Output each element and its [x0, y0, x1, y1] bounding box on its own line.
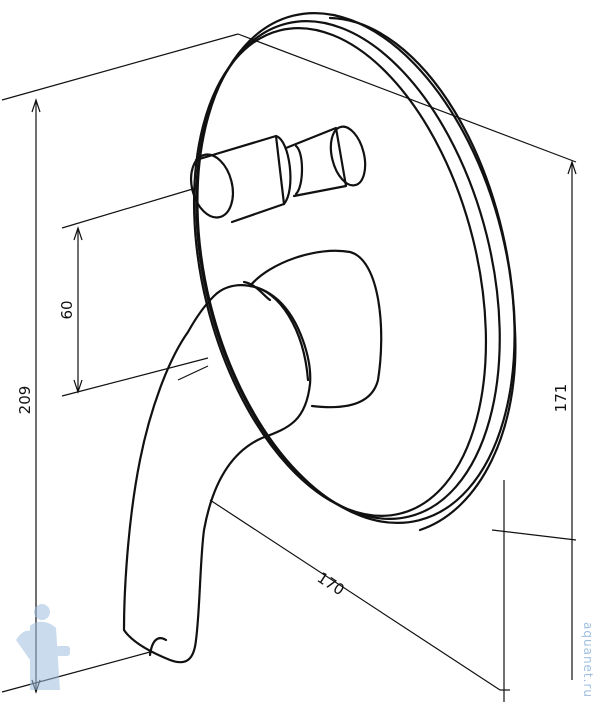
mixer-lever [122, 249, 383, 664]
dimension-plate-depth [209, 480, 510, 702]
dimension-label-plate-height: 171 [552, 384, 570, 413]
dimension-label-lever-offset: 60 [58, 300, 76, 319]
diverter-knob [190, 125, 367, 224]
watermark-text: aquanet.ru [581, 622, 595, 698]
dimension-label-overall-height: 209 [16, 386, 34, 415]
dimension-plate-height [237, 33, 577, 680]
dimension-label-plate-depth: 170 [314, 568, 348, 599]
dimension-lever-offset [61, 187, 209, 397]
cover-plate [192, 12, 517, 532]
watermark-logo [16, 604, 70, 690]
dimension-overall-height [1, 33, 239, 694]
